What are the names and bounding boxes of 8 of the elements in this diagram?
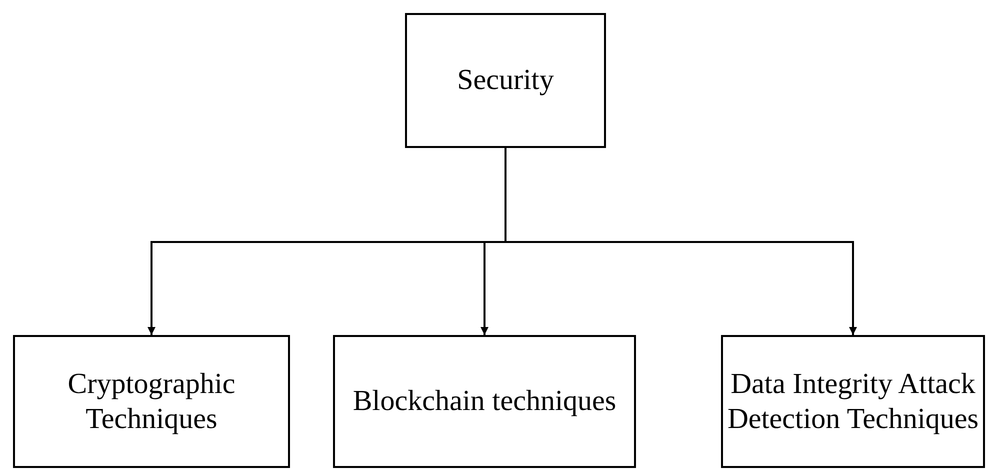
process-box: [333, 335, 636, 468]
box-label: Security: [457, 63, 554, 98]
box-label: Blockchain techniques: [352, 384, 616, 419]
box-label: Data Integrity Attack Detection Techniques: [727, 366, 979, 436]
process-box: [13, 335, 290, 468]
box-label: Cryptographic Techniques: [66, 366, 236, 436]
process-box: [721, 335, 985, 468]
process-box: [405, 13, 606, 148]
